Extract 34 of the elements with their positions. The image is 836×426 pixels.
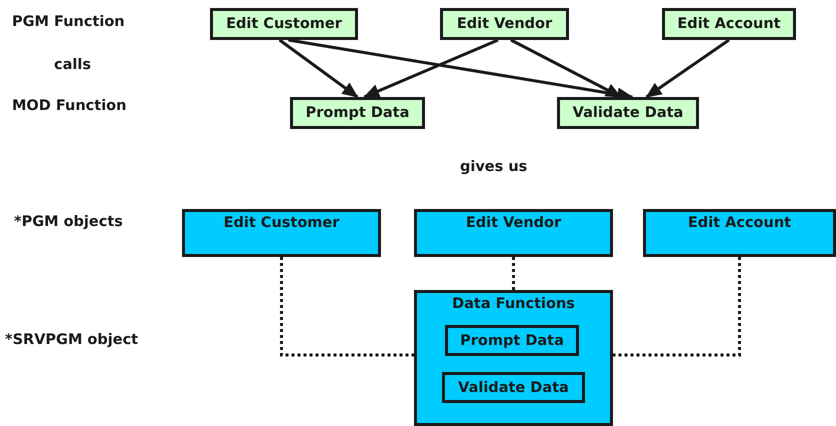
row-label: gives us <box>460 159 528 175</box>
node-label: Edit Customer <box>226 16 342 32</box>
function-box <box>442 372 585 403</box>
connector-line <box>613 257 741 356</box>
node-label: Edit Customer <box>224 215 340 231</box>
container-box <box>414 290 613 426</box>
function-box <box>662 8 796 40</box>
row-label: MOD Function <box>12 98 126 114</box>
arrow <box>278 38 358 98</box>
function-box <box>445 325 579 356</box>
node-label: Edit Account <box>677 16 781 32</box>
row-label: *SRVPGM object <box>5 332 138 348</box>
node-label: Prompt Data <box>306 105 410 121</box>
node-label: Edit Vendor <box>456 16 552 32</box>
object-box <box>182 209 381 257</box>
function-box <box>290 97 425 129</box>
function-box <box>557 97 699 129</box>
row-label: PGM Function <box>12 14 125 30</box>
node-label: Data Functions <box>452 296 575 312</box>
connector-line <box>512 257 515 290</box>
node-label: Edit Account <box>688 215 792 231</box>
node-label: Validate Data <box>572 105 684 121</box>
row-label: *PGM objects <box>14 214 123 230</box>
node-label: Prompt Data <box>460 332 564 348</box>
object-box <box>414 209 613 257</box>
arrow <box>363 38 499 98</box>
node-label: Validate Data <box>458 380 569 396</box>
object-box <box>643 209 836 257</box>
connector-line <box>280 257 414 356</box>
node-label: Edit Vendor <box>466 215 562 231</box>
arrow <box>646 38 730 98</box>
function-box <box>210 8 358 40</box>
row-label: calls <box>54 57 91 73</box>
function-box <box>440 8 569 40</box>
